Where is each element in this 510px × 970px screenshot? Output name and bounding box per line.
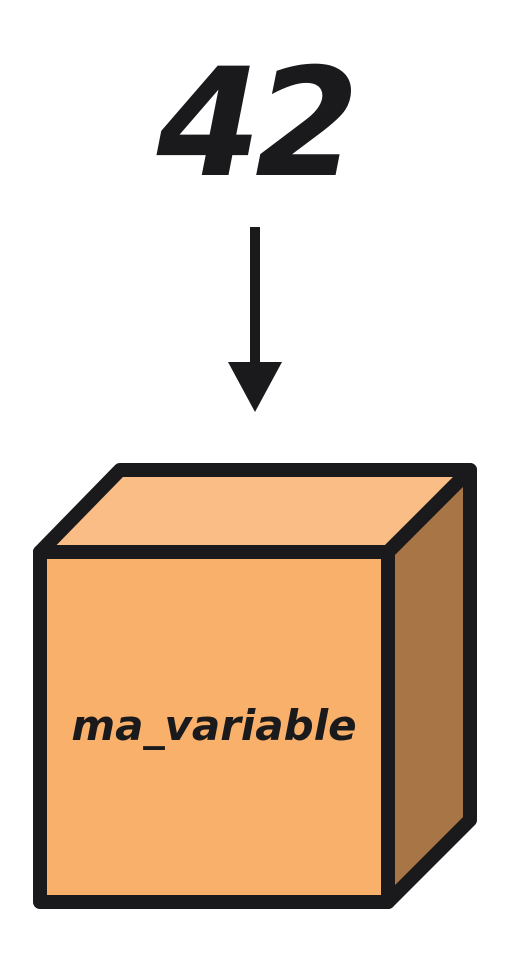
variable-box: ma_variable <box>33 463 477 909</box>
assigned-value: 42 <box>156 37 354 211</box>
box-side-face <box>381 463 477 909</box>
arrow-shaft <box>250 227 260 367</box>
assignment-arrow <box>228 227 282 412</box>
arrow-head <box>228 362 282 412</box>
variable-name-label: ma_variable <box>71 701 356 750</box>
box-front-face <box>33 545 395 909</box>
